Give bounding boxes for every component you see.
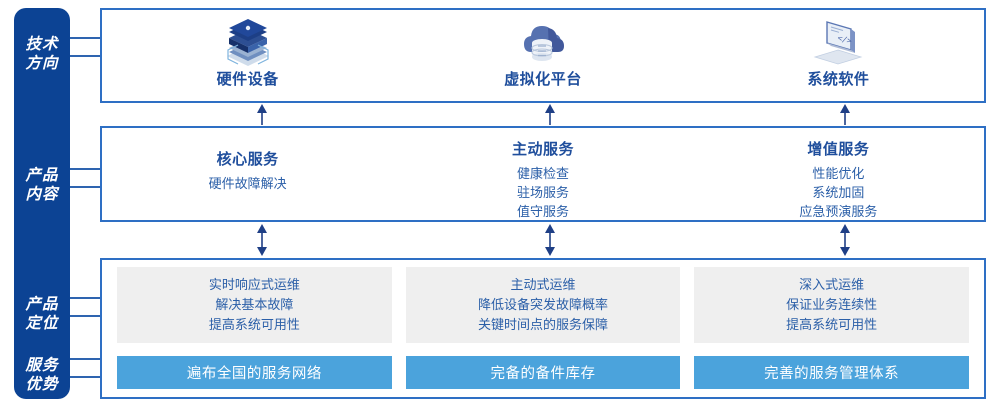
positioning-line: 降低设备突发故障概率 <box>478 297 609 312</box>
sidebar-item-product-content[interactable]: 产品 内容 <box>14 166 70 204</box>
positioning-card[interactable]: 主动式运维 降低设备突发故障概率 关键时间点的服务保障 <box>405 267 681 343</box>
positioning-advantage-row: 实时响应式运维 解决基本故障 提高系统可用性 遍布全国的服务网络 主动式运维 降… <box>100 258 986 399</box>
connector-line-position-2 <box>70 315 102 317</box>
arrow-bidirectional-proactive <box>543 224 557 261</box>
arrow-up-system-software <box>838 104 852 131</box>
positioning-card[interactable]: 深入式运维 保证业务连续性 提高系统可用性 <box>694 267 970 343</box>
product-column-item: 健康检查 <box>516 166 569 181</box>
bottom-column-realtime: 实时响应式运维 解决基本故障 提高系统可用性 遍布全国的服务网络 <box>110 267 399 389</box>
connector-line-content-1 <box>70 168 102 170</box>
laptop-code-icon: </> <box>813 21 863 65</box>
positioning-line: 解决基本故障 <box>215 297 294 312</box>
advantage-bar[interactable]: 遍布全国的服务网络 <box>117 356 392 389</box>
tech-column-label: 系统软件 <box>807 71 870 88</box>
arrow-up-virtualization <box>543 104 557 131</box>
product-column-core-service[interactable]: 核心服务 硬件故障解决 <box>100 126 395 222</box>
sidebar-item-service-advantage[interactable]: 服务 优势 <box>14 356 70 394</box>
positioning-card[interactable]: 实时响应式运维 解决基本故障 提高系统可用性 <box>117 267 392 343</box>
sidebar-label-line: 产品 <box>25 296 59 313</box>
tech-column-hardware[interactable]: 硬件设备 <box>100 8 395 103</box>
product-column-item: 硬件故障解决 <box>208 175 287 191</box>
sidebar-label-line: 内容 <box>25 186 59 203</box>
category-sidebar: 技术 方向 产品 内容 产品 定位 服务 优势 <box>14 8 70 399</box>
connector-line-tech-2 <box>70 55 102 57</box>
product-content-panel <box>100 126 986 222</box>
sidebar-label-line: 技术 <box>25 36 59 53</box>
advantage-bar[interactable]: 完善的服务管理体系 <box>694 356 970 389</box>
positioning-line: 关键时间点的服务保障 <box>478 317 609 332</box>
product-column-item: 驻场服务 <box>516 185 569 200</box>
connector-line-content-2 <box>70 186 102 188</box>
positioning-line: 提高系统可用性 <box>786 317 878 332</box>
sidebar-label-line: 服务 <box>25 357 59 374</box>
connector-line-advantage-2 <box>70 376 102 378</box>
tech-direction-row: 硬件设备 虚拟化平台 <box>100 8 986 103</box>
tech-column-system-software[interactable]: </> 系统软件 <box>691 8 986 103</box>
sidebar-item-product-positioning[interactable]: 产品 定位 <box>14 295 70 333</box>
positioning-line: 提高系统可用性 <box>208 317 300 332</box>
product-content-row: 核心服务 硬件故障解决 主动服务 健康检查 驻场服务 值守服务 增值服务 性能优… <box>100 126 986 222</box>
bottom-column-proactive: 主动式运维 降低设备突发故障概率 关键时间点的服务保障 完备的备件库存 <box>399 267 688 389</box>
arrow-up-hardware <box>255 104 269 131</box>
product-column-item: 性能优化 <box>812 166 865 181</box>
product-column-item: 应急预演服务 <box>799 204 878 219</box>
tech-column-label: 硬件设备 <box>216 71 279 88</box>
tech-column-virtualization[interactable]: 虚拟化平台 <box>395 8 690 103</box>
product-column-item: 值守服务 <box>516 204 569 219</box>
positioning-line: 主动式运维 <box>510 277 576 292</box>
sidebar-item-tech-direction[interactable]: 技术 方向 <box>14 35 70 73</box>
tech-column-label: 虚拟化平台 <box>504 71 582 88</box>
product-column-item: 系统加固 <box>812 185 865 200</box>
product-column-title: 核心服务 <box>216 150 279 168</box>
cloud-database-icon <box>523 26 564 61</box>
positioning-line: 保证业务连续性 <box>786 297 878 312</box>
server-stack-icon <box>226 19 269 66</box>
connector-line-tech-1 <box>70 37 102 39</box>
arrow-bidirectional-core <box>255 224 269 261</box>
svg-text:</>: </> <box>837 33 854 46</box>
product-column-proactive-service[interactable]: 主动服务 健康检查 驻场服务 值守服务 <box>395 126 690 222</box>
product-column-title: 主动服务 <box>511 141 574 158</box>
sidebar-label-line: 定位 <box>25 315 59 332</box>
connector-line-position-1 <box>70 297 102 299</box>
sidebar-label-line: 方向 <box>25 55 59 72</box>
bottom-column-indepth: 深入式运维 保证业务连续性 提高系统可用性 完善的服务管理体系 <box>687 267 976 389</box>
sidebar-label-line: 产品 <box>25 167 59 184</box>
positioning-line: 深入式运维 <box>799 277 865 292</box>
positioning-line: 实时响应式运维 <box>208 277 300 292</box>
advantage-bar[interactable]: 完备的备件库存 <box>405 356 681 389</box>
connector-line-advantage-1 <box>70 358 102 360</box>
product-column-title: 增值服务 <box>807 141 870 158</box>
sidebar-label-line: 优势 <box>25 376 59 393</box>
arrow-bidirectional-value-added <box>838 224 852 261</box>
product-column-value-added-service[interactable]: 增值服务 性能优化 系统加固 应急预演服务 <box>691 126 986 222</box>
